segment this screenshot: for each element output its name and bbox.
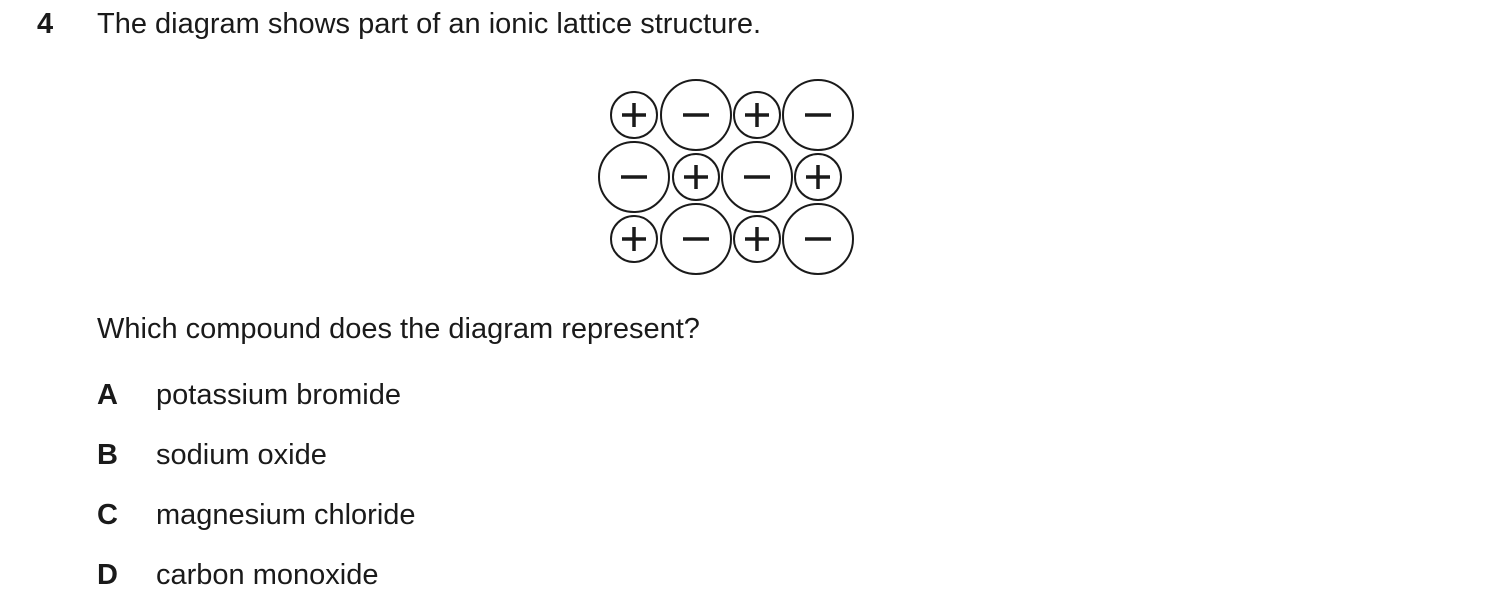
option-text: sodium oxide — [156, 439, 327, 471]
anion — [721, 141, 793, 213]
question-number: 4 — [37, 8, 54, 40]
ionic-lattice-diagram — [598, 79, 854, 275]
anion — [782, 203, 854, 275]
anion — [598, 141, 670, 213]
option-text: carbon monoxide — [156, 559, 379, 591]
cation — [733, 215, 781, 263]
anion — [660, 203, 732, 275]
option-text: magnesium chloride — [156, 499, 416, 531]
option-letter: D — [97, 559, 118, 591]
cation — [794, 153, 842, 201]
option-letter: A — [97, 379, 118, 411]
question-stem: The diagram shows part of an ionic latti… — [97, 8, 762, 40]
cation — [672, 153, 720, 201]
anion — [660, 79, 732, 151]
question-prompt: Which compound does the diagram represen… — [97, 313, 700, 345]
cation — [610, 215, 658, 263]
option-letter: B — [97, 439, 118, 471]
cation — [733, 91, 781, 139]
anion — [782, 79, 854, 151]
cation — [610, 91, 658, 139]
option-text: potassium bromide — [156, 379, 401, 411]
option-letter: C — [97, 499, 118, 531]
